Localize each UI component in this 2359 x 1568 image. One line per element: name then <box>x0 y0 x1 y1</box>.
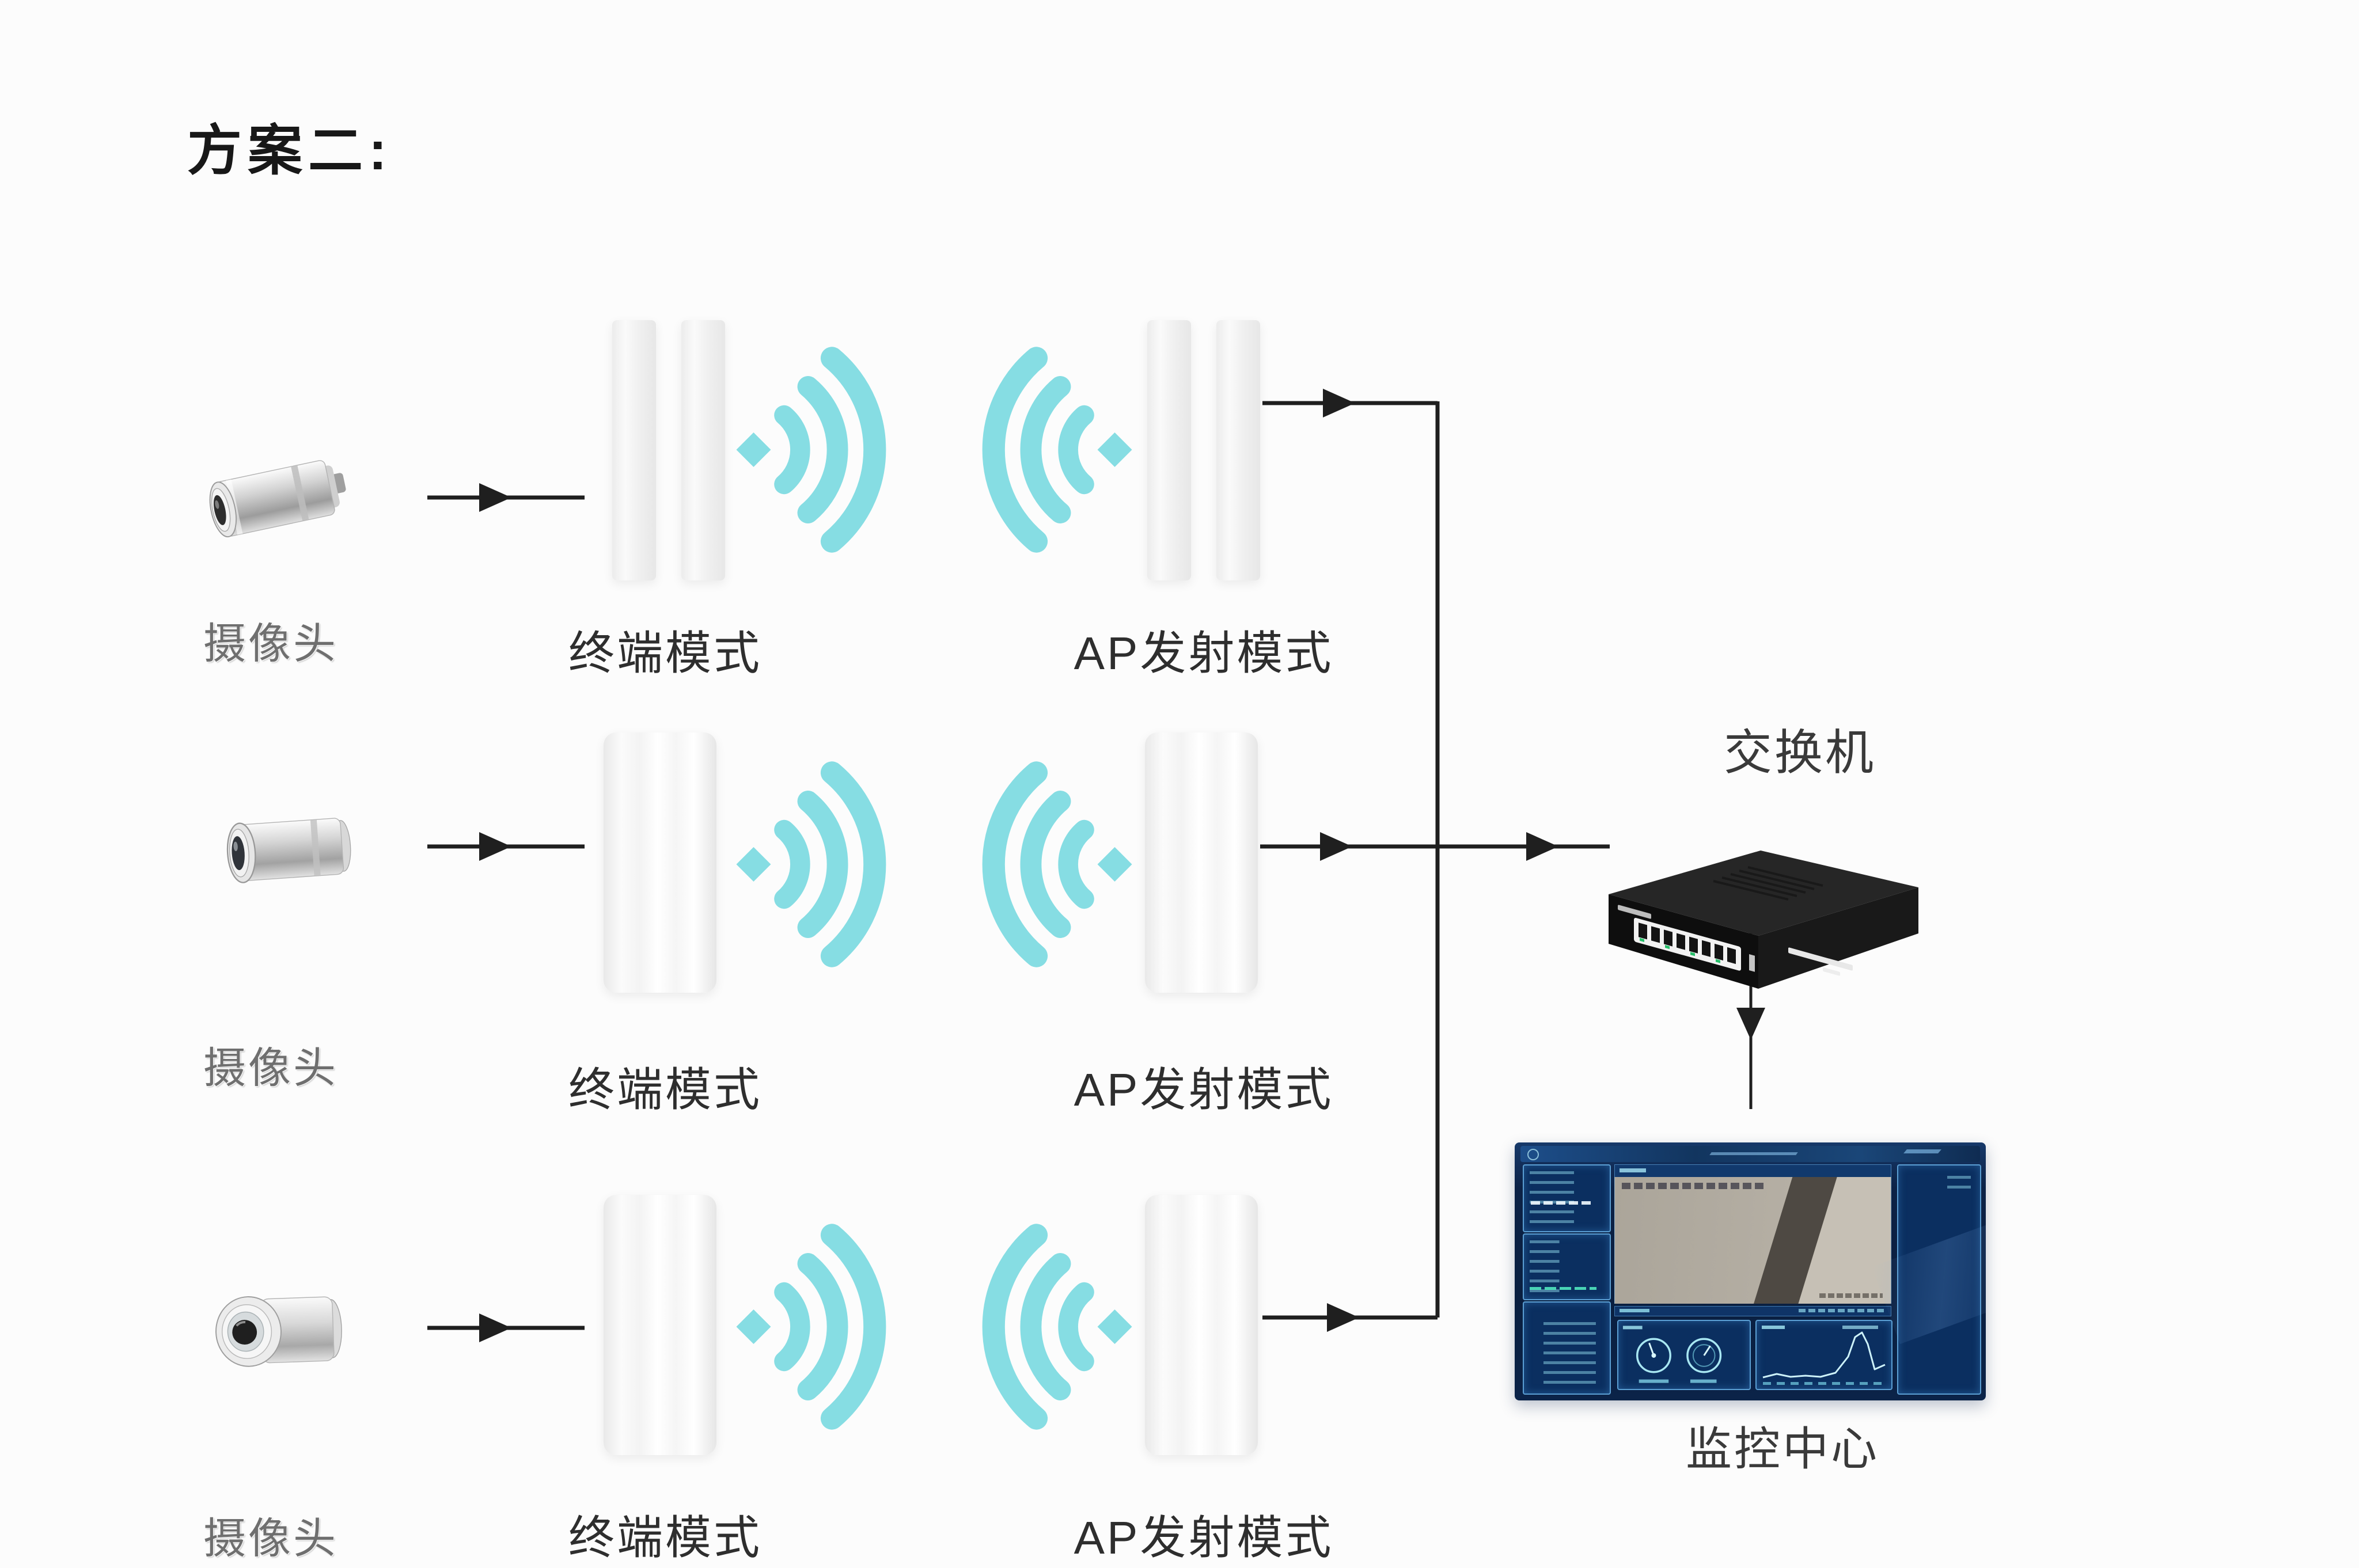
terminal-mode-label: 终端模式 <box>568 1512 762 1563</box>
terminal-device <box>604 1195 716 1455</box>
status-time-text <box>1620 1309 1649 1312</box>
ap-device <box>1147 320 1260 580</box>
ap-device <box>1145 732 1258 993</box>
wifi-signal-left-icon <box>982 761 1132 967</box>
device-list-panel <box>1523 1164 1611 1232</box>
camera-label: 摄像头 <box>203 1514 338 1562</box>
gauge-panel <box>1617 1320 1751 1390</box>
panel-text-lines <box>1539 1308 1601 1388</box>
panel-status-text <box>1530 1287 1597 1290</box>
terminal-mode-label: 终端模式 <box>568 1064 762 1115</box>
top-bar-accent <box>1903 1149 1941 1153</box>
terminal-device <box>612 320 725 580</box>
page-title: 方案二: <box>187 120 393 181</box>
video-status-bar <box>1614 1306 1891 1316</box>
top-bar-glare <box>1709 1152 1798 1155</box>
timestamp-text <box>1819 1293 1883 1298</box>
panel-text-lines <box>1530 1240 1604 1293</box>
camera-image <box>209 460 346 538</box>
camera-arrow-row2 <box>427 832 585 861</box>
eye-icon <box>1527 1149 1539 1160</box>
device-body <box>604 732 716 993</box>
terminal-mode-label: 终端模式 <box>568 628 762 679</box>
ap-mode-label: AP发射模式 <box>1074 1064 1334 1115</box>
wifi-signal-left-icon <box>982 1224 1132 1430</box>
chart-panel <box>1755 1320 1892 1390</box>
switch-image <box>1609 851 1918 989</box>
ap2-to-switch-arrow <box>1260 832 1610 861</box>
wifi-signal-right-icon <box>736 347 886 553</box>
camera-image <box>215 1296 342 1367</box>
wifi-signal-right-icon <box>736 761 886 967</box>
terminal-device <box>604 732 716 993</box>
panel-text-lines <box>1904 1171 1974 1388</box>
live-camera-feed <box>1614 1177 1891 1304</box>
monitor-top-bar <box>1520 1146 1980 1162</box>
ap-device <box>1145 1195 1258 1455</box>
video-title-text <box>1620 1168 1646 1172</box>
panel-highlight-text <box>1531 1201 1591 1205</box>
status-panel <box>1523 1233 1611 1300</box>
ap-mode-label: AP发射模式 <box>1074 1512 1334 1563</box>
side-panel <box>1871 1164 1986 1395</box>
camera-label: 摄像头 <box>203 1044 338 1092</box>
device-body <box>1145 732 1258 993</box>
video-title-bar <box>1614 1164 1891 1178</box>
device-body <box>612 320 656 580</box>
info-panel <box>1523 1301 1611 1395</box>
wifi-signal-left-icon <box>982 347 1132 553</box>
switch-label: 交换机 <box>1723 726 1876 780</box>
camera-label: 摄像头 <box>203 620 338 667</box>
gauge-dials <box>1622 1326 1722 1383</box>
device-body <box>1145 1195 1258 1455</box>
status-extra-text <box>1799 1309 1885 1312</box>
device-body <box>1216 320 1260 580</box>
device-body <box>681 320 725 580</box>
camera-arrow-row1 <box>427 483 585 512</box>
monitor-label: 监控中心 <box>1686 1423 1879 1475</box>
monitoring-center-screen <box>1515 1142 1986 1400</box>
ap-mode-label: AP发射模式 <box>1074 628 1334 679</box>
camera-image <box>226 818 351 883</box>
ap3-to-trunk-arrow <box>1262 1303 1438 1332</box>
wifi-signal-right-icon <box>736 1224 886 1430</box>
device-body <box>1147 320 1191 580</box>
device-body <box>604 1195 716 1455</box>
camera-osd-text <box>1622 1183 1766 1189</box>
panel-text-lines <box>1530 1171 1604 1225</box>
camera-arrow-row3 <box>427 1313 585 1342</box>
ap1-to-trunk-arrow <box>1262 389 1438 417</box>
activity-line-chart <box>1762 1326 1886 1385</box>
